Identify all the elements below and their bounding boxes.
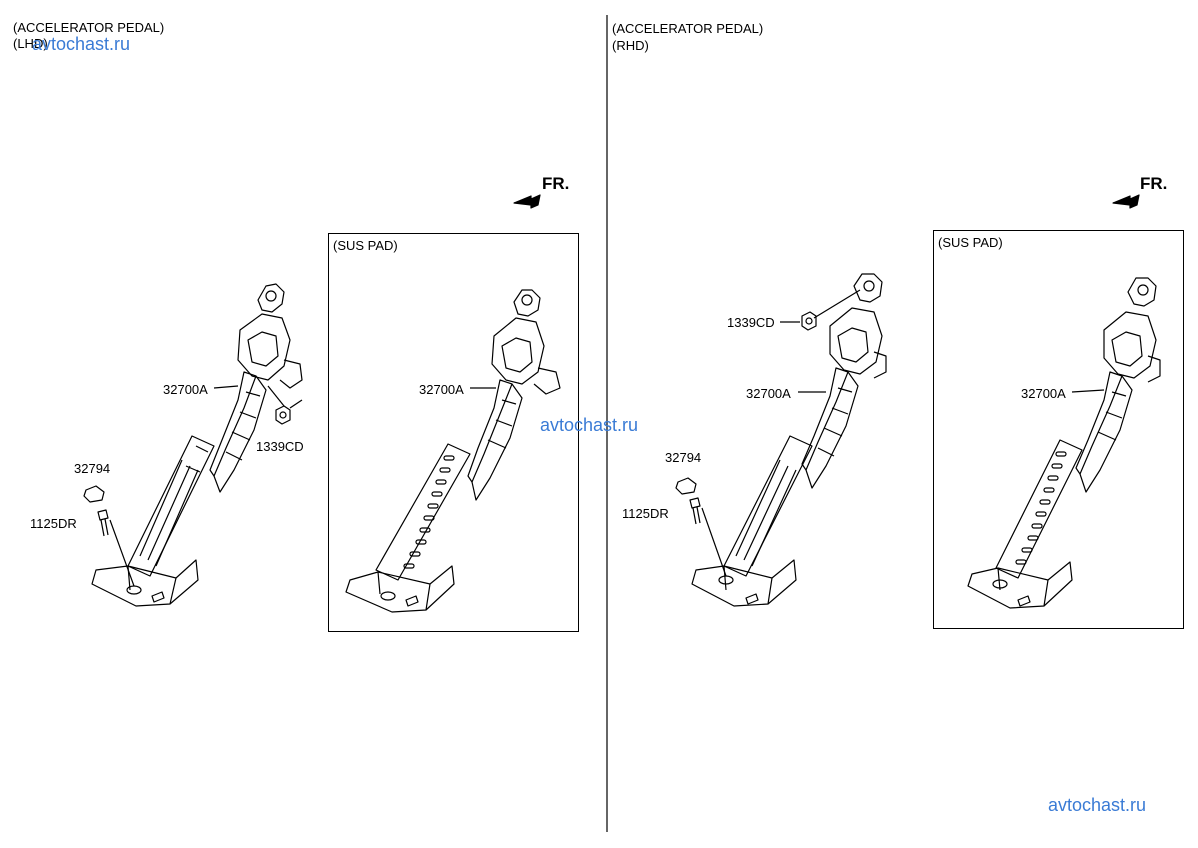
- pedal-assembly-rhd-sus: [967, 277, 1161, 609]
- lhd-part-stopper[interactable]: 32794: [74, 461, 111, 476]
- watermark-center: avtochast.ru: [540, 415, 639, 435]
- lhd-part-nut[interactable]: 1339CD: [256, 439, 304, 454]
- rhd-part-stopper[interactable]: 32794: [665, 450, 702, 465]
- watermark-bottom-right: avtochast.ru: [1048, 795, 1147, 815]
- rhd-title: (ACCELERATOR PEDAL): [612, 21, 764, 36]
- nut-rhd: [801, 311, 817, 331]
- nut-lhd: [275, 405, 291, 425]
- lhd-sus-part-pedal[interactable]: 32700A: [419, 382, 464, 397]
- lhd-subtitle: (LHD): [13, 36, 48, 51]
- stopper-rhd: [675, 477, 697, 495]
- stopper-lhd: [83, 485, 105, 503]
- fr-arrow-right: [1112, 194, 1140, 209]
- pedal-assembly-rhd: [691, 273, 887, 607]
- rhd-part-nut[interactable]: 1339CD: [727, 315, 775, 330]
- fr-arrow-left: [513, 194, 541, 209]
- pedal-assembly-lhd: [91, 283, 303, 607]
- lhd-part-pedal[interactable]: 32700A: [163, 382, 208, 397]
- watermark-top-left: avtochast.ru: [32, 34, 131, 54]
- lhd-part-bolt[interactable]: 1125DR: [30, 516, 77, 531]
- rhd-subtitle: (RHD): [612, 38, 649, 53]
- rhd-part-bolt[interactable]: 1125DR: [622, 506, 669, 521]
- rhd-sus-part-pedal[interactable]: 32700A: [1021, 386, 1066, 401]
- bolt-lhd: [97, 509, 109, 537]
- pedal-assembly-lhd-sus: [345, 289, 561, 613]
- rhd-sus-pad-box: (SUS PAD): [933, 230, 1184, 629]
- lhd-sus-pad-label: (SUS PAD): [333, 238, 398, 253]
- lhd-fr-label: FR.: [542, 174, 570, 193]
- rhd-fr-label: FR.: [1140, 174, 1168, 193]
- bolt-rhd: [689, 497, 701, 525]
- lhd-sus-pad-box: (SUS PAD): [328, 233, 579, 632]
- rhd-sus-pad-label: (SUS PAD): [938, 235, 1003, 250]
- rhd-part-pedal[interactable]: 32700A: [746, 386, 791, 401]
- lhd-title: (ACCELERATOR PEDAL): [13, 20, 165, 35]
